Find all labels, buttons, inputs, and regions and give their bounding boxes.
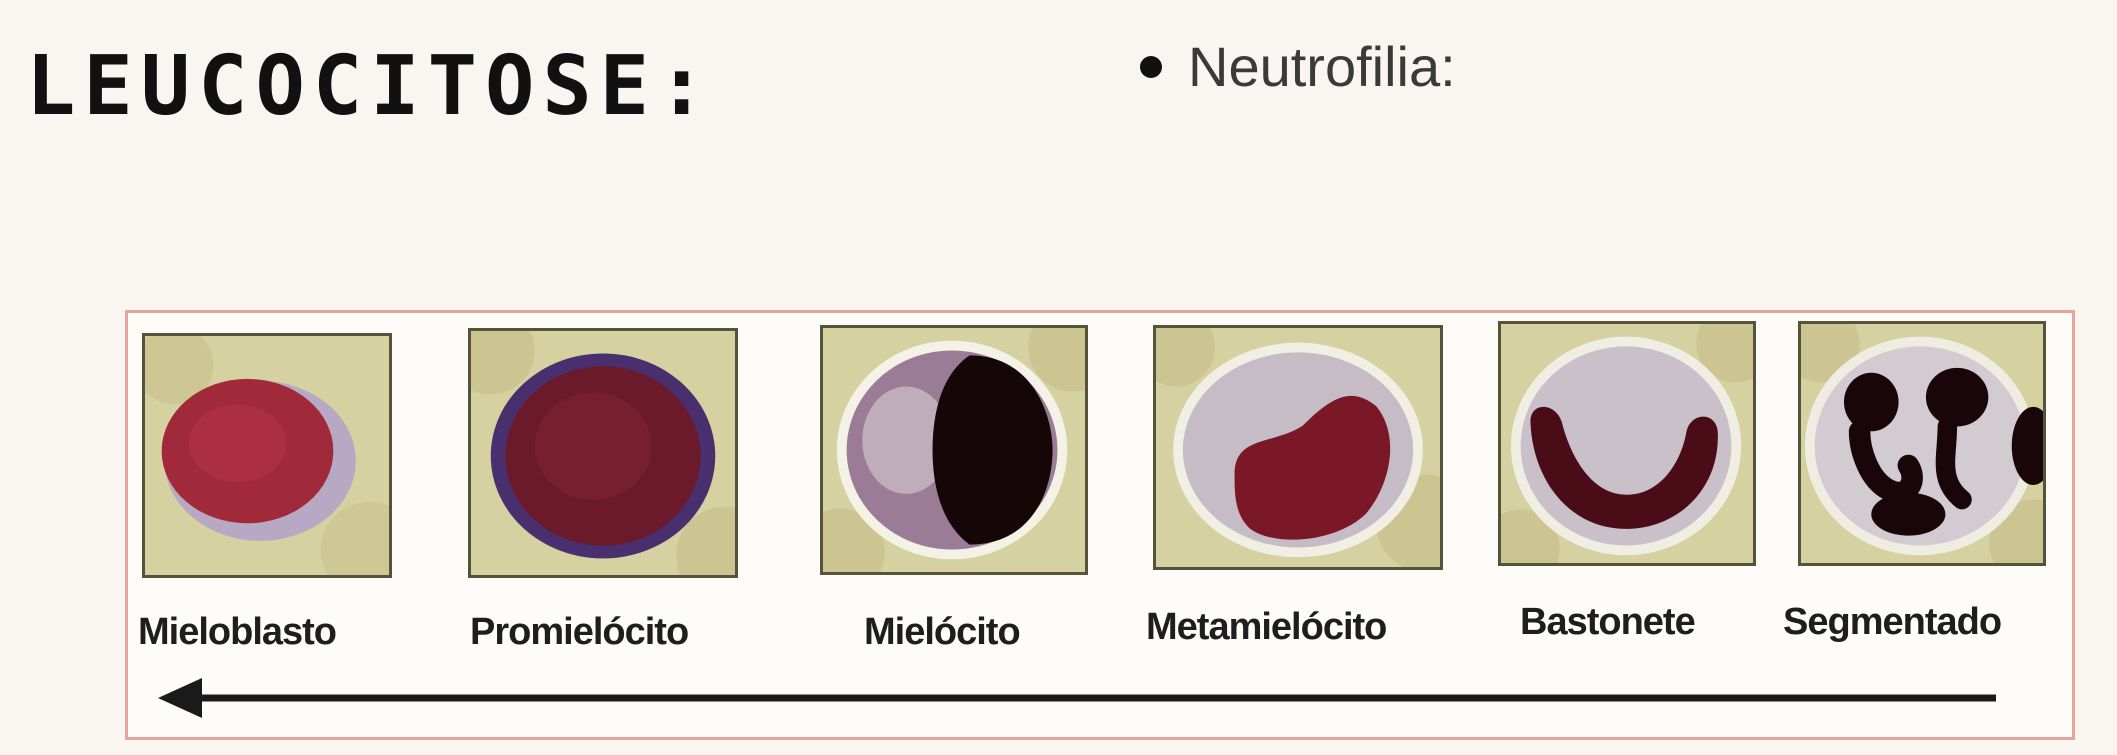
- segmented-neutrophil-image: [1798, 321, 2046, 566]
- band-cell-image: [1498, 321, 1756, 566]
- cell-label: Bastonete: [1520, 601, 1696, 643]
- myelocyte-cell-image: [820, 325, 1088, 575]
- bullet-dot-icon: [1140, 55, 1162, 78]
- myeloblast-cell-image: [142, 333, 392, 578]
- promyelocyte-cell-image: [468, 328, 738, 578]
- bullet-list: Neutrofilia:: [1140, 34, 1456, 99]
- metamyelocyte-cell-image: [1153, 325, 1443, 570]
- cell-label: Mielócito: [864, 611, 1021, 653]
- cell-label: Promielócito: [470, 611, 689, 653]
- cell-label: Mieloblasto: [138, 611, 337, 653]
- cell-label: Segmentado: [1783, 601, 2002, 643]
- slide-title: LEUCOCITOSE:: [26, 39, 715, 134]
- left-arrow-icon: [158, 678, 1996, 718]
- neutrophil-maturation-figure: Mieloblasto Promielócito: [125, 310, 2075, 740]
- bullet-item: Neutrofilia:: [1140, 34, 1456, 99]
- bullet-text: Neutrofilia:: [1188, 35, 1456, 98]
- cell-label: Metamielócito: [1146, 606, 1387, 648]
